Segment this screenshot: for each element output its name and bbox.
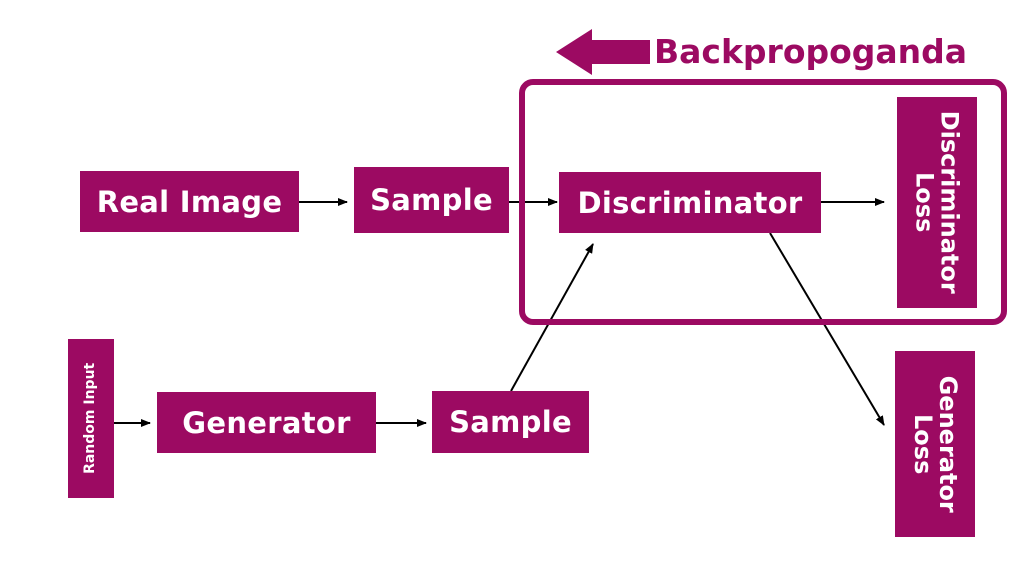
sample-node-bottom: Sample	[432, 391, 589, 453]
generator-label: Generator	[182, 405, 351, 440]
real-image-node: Real Image	[80, 171, 299, 232]
discriminator-loss-label: Discriminator Loss	[911, 110, 965, 295]
generator-loss-line-2: Loss	[909, 413, 938, 475]
discriminator-loss-node: Discriminator Loss	[897, 97, 977, 308]
backpropagation-label: Backpropoganda	[654, 32, 968, 71]
real-image-label: Real Image	[96, 184, 283, 219]
backpropagation-frame	[519, 79, 1007, 325]
sample-bottom-label: Sample	[449, 405, 572, 439]
generator-node: Generator	[157, 392, 376, 453]
sample-node-top: Sample	[354, 167, 509, 233]
random-input-node: Random Input	[68, 339, 114, 498]
generator-loss-label: Generator Loss	[909, 375, 963, 513]
random-input-label: Random Input	[82, 362, 99, 475]
edge-sample-to-discriminator-diag	[510, 243, 594, 392]
sample-top-label: Sample	[370, 183, 493, 217]
backprop-arrow-icon	[556, 29, 650, 75]
edge-discriminator-to-generator-loss	[769, 232, 885, 426]
discriminator-label: Discriminator	[577, 185, 803, 220]
generator-loss-line-1: Generator	[934, 375, 963, 513]
discriminator-loss-line-1: Discriminator	[936, 110, 965, 295]
generator-loss-node: Generator Loss	[895, 351, 975, 537]
discriminator-loss-line-2: Loss	[911, 172, 940, 233]
discriminator-node: Discriminator	[559, 172, 821, 233]
